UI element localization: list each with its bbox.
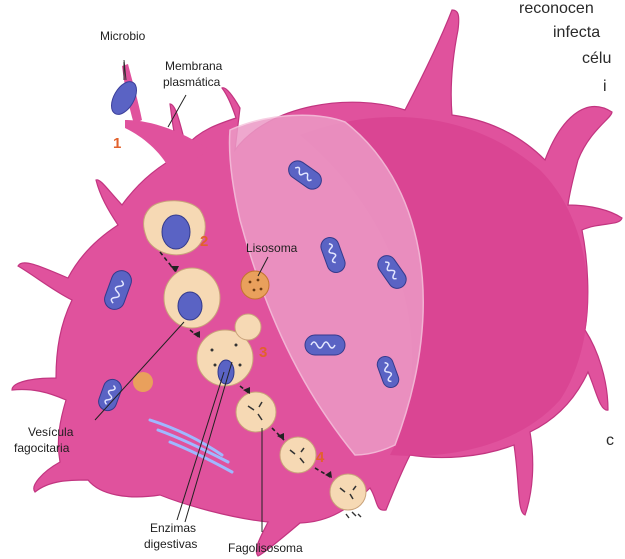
lysosome-shape	[241, 271, 269, 299]
step-number-2: 2	[200, 233, 208, 250]
step-number-3: 3	[259, 344, 267, 361]
step-number-1: 1	[113, 135, 121, 152]
label-membrane-line2: plasmática	[163, 75, 221, 89]
label-vesicle-line2: fagocitaria	[14, 441, 70, 455]
label-vesicle-line1: Vesícula	[28, 425, 74, 439]
phagocytic-vesicle	[164, 268, 220, 328]
debris-icon	[346, 512, 361, 518]
phagolysosome-1	[236, 392, 276, 432]
phagocytic-vesicle-entering	[144, 201, 206, 255]
label-lysosome: Lisosoma	[246, 241, 298, 255]
label-enzymes-line1: Enzimas	[150, 521, 196, 535]
label-membrane-line1: Membrana	[165, 59, 223, 73]
label-enzymes-line2: digestivas	[144, 537, 197, 551]
phagolysosome-2	[280, 437, 316, 473]
phagolysosome-3	[330, 474, 366, 510]
step-number-4: 4	[316, 449, 325, 466]
label-microbe: Microbio	[100, 29, 146, 43]
label-phagolysosome: Fagolisosoma	[228, 541, 303, 555]
